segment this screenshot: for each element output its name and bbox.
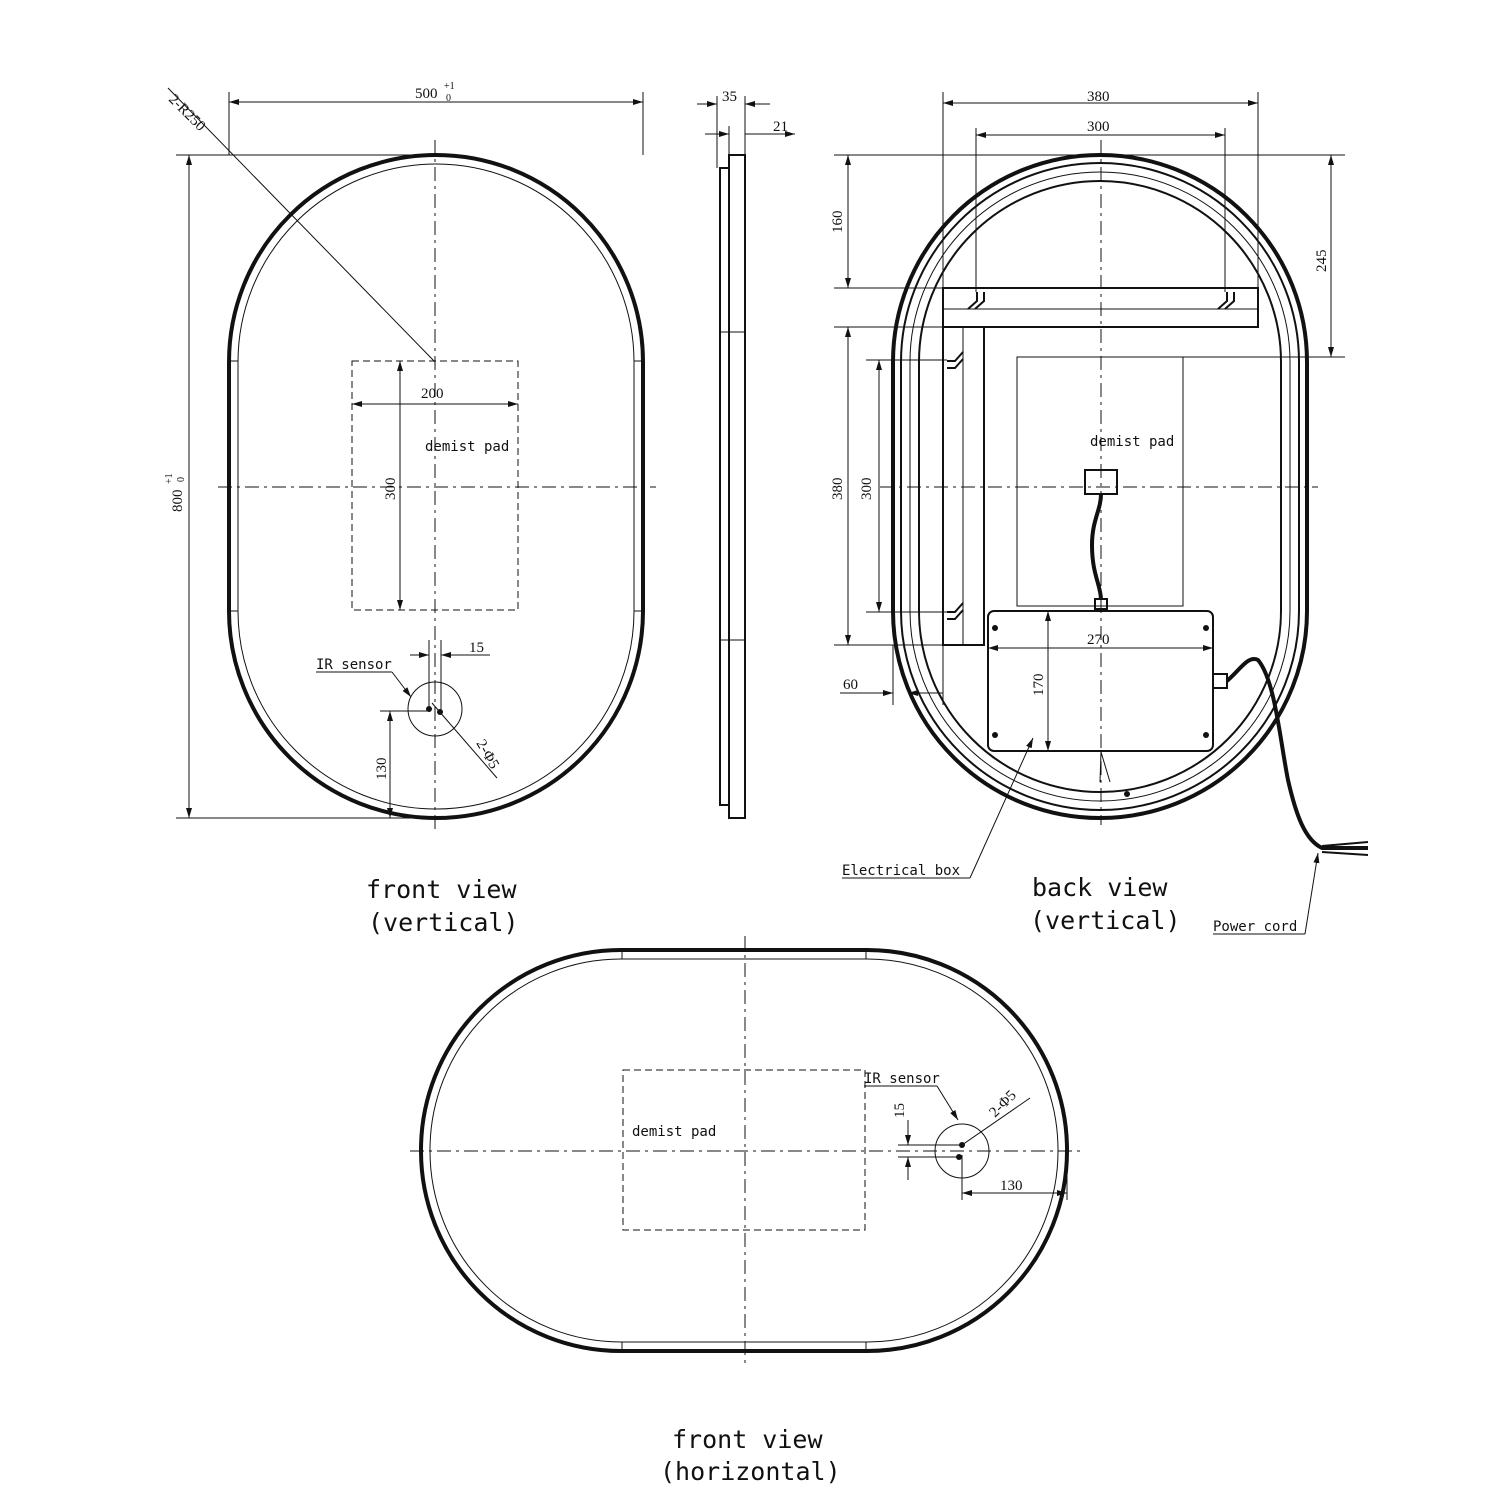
svg-text:+1: +1 (444, 81, 455, 92)
top-offset2-dimension: 245 (1314, 250, 1330, 273)
back-demist-pad-label: demist pad (1090, 434, 1174, 450)
power-cord-label: Power cord (1213, 919, 1297, 935)
sensor-bottom-dimension: 130 (374, 758, 390, 781)
demist-pad-outline (351, 360, 519, 611)
svg-text:0: 0 (446, 93, 451, 104)
ir-sensor (407, 681, 463, 737)
depth-total-dimension: 35 (722, 89, 737, 105)
front-view-horizontal: demist pad IR sensor 2-Φ5 15 130 front v… (410, 936, 1080, 1486)
horizontal-demist-pad-label: demist pad (632, 1124, 716, 1140)
svg-text:0: 0 (176, 477, 187, 482)
back-view-vertical: 380 300 160 380 300 60 245 demist pad (830, 89, 1369, 935)
box-height-dimension: 170 (1031, 674, 1047, 697)
caption-back-vertical-2: (vertical) (1030, 906, 1181, 935)
side-glass (728, 154, 746, 819)
caption-front-vertical-1: front view (366, 875, 517, 904)
side-margin-dimension: 60 (843, 677, 858, 693)
pad-height-dimension: 300 (383, 478, 399, 501)
caption-front-vertical-2: (vertical) (368, 908, 519, 937)
side-view: 35 21 (697, 89, 795, 819)
power-cord (1225, 657, 1368, 850)
caption-front-horizontal-1: front view (672, 1425, 823, 1454)
electrical-box-label: Electrical box (842, 863, 960, 879)
box-width-dimension: 270 (1087, 632, 1110, 648)
left-outer-dimension: 380 (830, 478, 846, 501)
radius-label: 2-R250 (165, 92, 208, 135)
front-view-vertical: 500 +1 0 2-R250 800 +1 0 200 300 demist … (164, 81, 656, 937)
pad-width-dimension: 200 (421, 386, 444, 402)
horizontal-ir-sensor-label: IR sensor (864, 1071, 940, 1087)
ir-sensor-label: IR sensor (316, 657, 392, 673)
back-demist-pad (1016, 356, 1184, 607)
height-dimension: 800 (170, 490, 186, 513)
sensor-offset-dimension: 15 (469, 640, 484, 656)
svg-text:+1: +1 (164, 473, 175, 484)
demist-pad-label: demist pad (425, 439, 509, 455)
caption-back-vertical-1: back view (1032, 873, 1168, 902)
top-offset-dimension: 160 (830, 211, 846, 234)
width-dimension: 500 (415, 86, 438, 102)
depth-part-dimension: 21 (773, 119, 788, 135)
horizontal-sensor-holes-label: 2-Φ5 (987, 1088, 1020, 1121)
horizontal-sensor-edge-dimension: 130 (1000, 1178, 1023, 1194)
top-bracket (942, 287, 1259, 328)
bracket-inner-dimension: 300 (1087, 119, 1110, 135)
horizontal-demist-pad (622, 1069, 866, 1231)
horizontal-sensor-offset-dimension: 15 (892, 1103, 908, 1118)
bracket-outer-dimension: 380 (1087, 89, 1110, 105)
caption-front-horizontal-2: (horizontal) (660, 1457, 841, 1486)
left-inner-dimension: 300 (859, 478, 875, 501)
